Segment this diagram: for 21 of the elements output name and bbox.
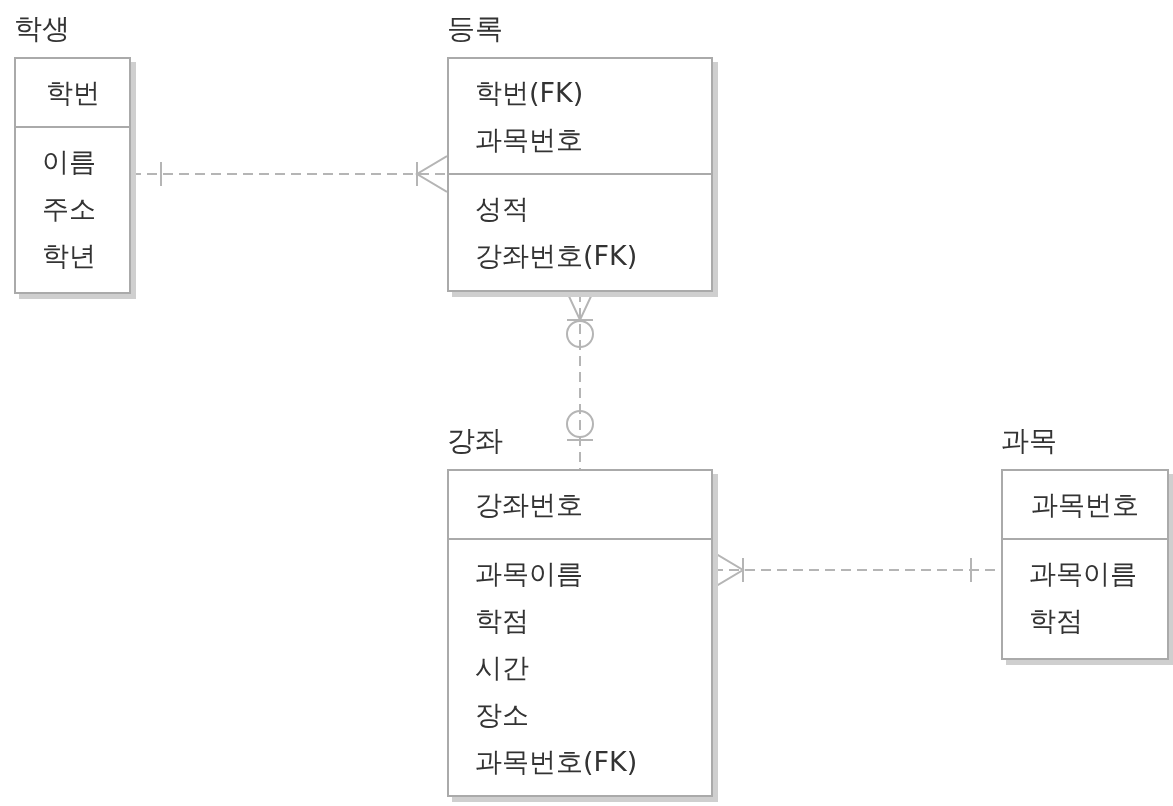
attribute-name: 학번: [45, 76, 100, 110]
attribute-name: 학점: [475, 604, 529, 638]
entity-name: 강좌: [447, 423, 503, 459]
attribute-name: 과목번호(FK): [475, 745, 638, 779]
attribute-name: 주소: [42, 192, 96, 226]
attribute-name: 학점: [1029, 604, 1083, 638]
attribute-name: 강좌번호(FK): [475, 239, 638, 273]
attribute-name: 시간: [475, 651, 529, 685]
attribute-name: 장소: [475, 698, 529, 732]
attribute-name: 강좌번호: [475, 488, 583, 522]
entity-name: 과목: [1001, 423, 1057, 459]
attribute-name: 과목번호: [1031, 488, 1139, 522]
attribute-name: 이름: [42, 145, 96, 179]
attribute-name: 과목번호: [475, 123, 583, 157]
entity-name: 등록: [447, 11, 503, 47]
entity-name: 학생: [14, 11, 70, 47]
attribute-name: 과목이름: [1029, 557, 1137, 591]
attribute-name: 과목이름: [475, 557, 583, 591]
attribute-name: 성적: [475, 192, 529, 226]
attribute-name: 학년: [42, 239, 96, 273]
attribute-name: 학번(FK): [475, 76, 584, 110]
